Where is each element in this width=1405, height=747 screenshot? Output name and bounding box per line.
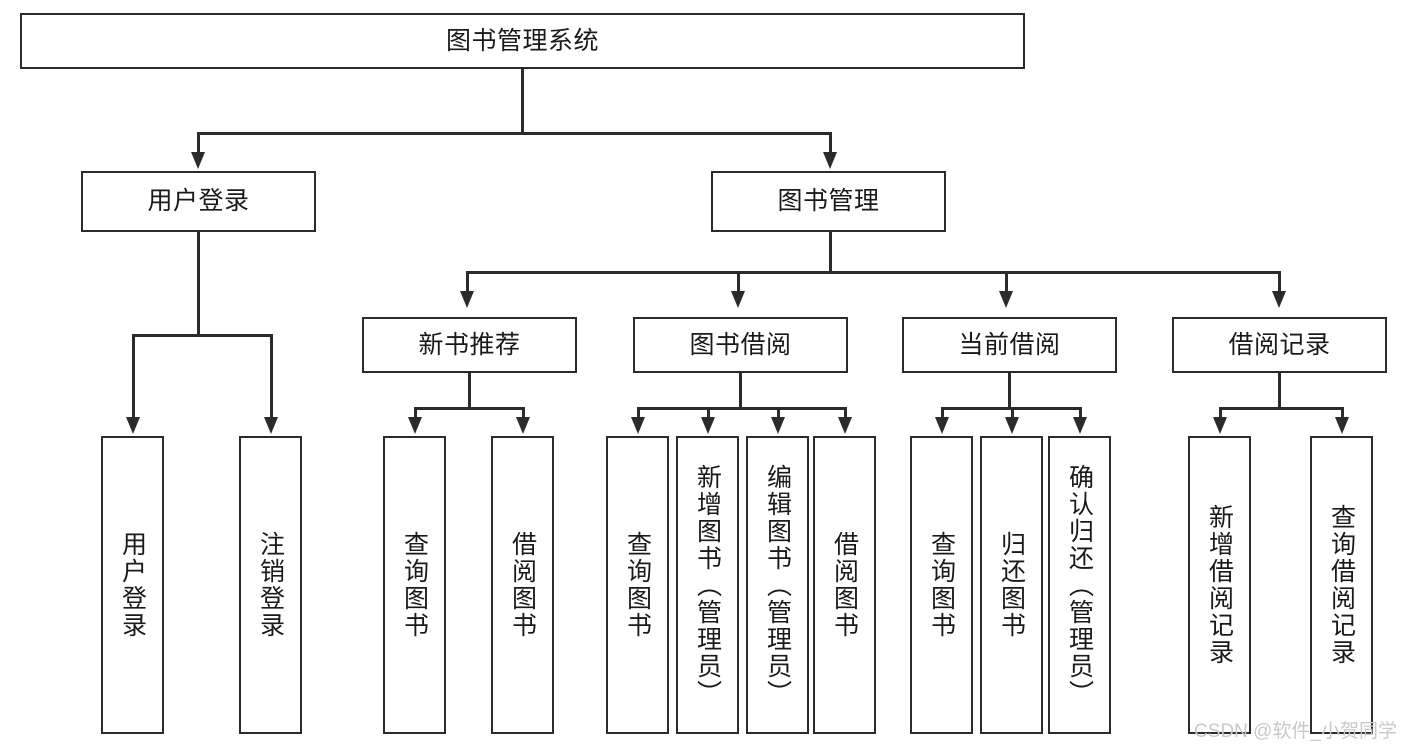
node-current-borrow[interactable]: 当前借阅 bbox=[902, 317, 1117, 373]
connector-user-login-drop-1 bbox=[132, 334, 135, 419]
node-book-borrow-label: 图书借阅 bbox=[689, 330, 792, 359]
node-book-borrow[interactable]: 图书借阅 bbox=[633, 317, 848, 373]
connector-user-login-drop-2 bbox=[270, 334, 273, 419]
connector-current-borrow-stem bbox=[1008, 373, 1011, 409]
arrow-icon-bb-leaf-3 bbox=[771, 417, 785, 434]
connector-br-drop-1 bbox=[1219, 407, 1222, 419]
leaf-query-book-2[interactable]: 查询图书 bbox=[606, 436, 669, 734]
arrow-icon-bb-leaf-2 bbox=[701, 417, 715, 434]
node-root-label: 图书管理系统 bbox=[445, 26, 599, 55]
leaf-query-book-3-label: 查询图书 bbox=[927, 531, 956, 639]
leaf-return-book-label: 归还图书 bbox=[997, 531, 1026, 639]
leaf-add-book[interactable]: 新增图书（管理员） bbox=[676, 436, 739, 734]
connector-bm-drop-2 bbox=[737, 271, 740, 293]
connector-bb-drop-2 bbox=[707, 407, 710, 419]
arrow-icon-bm-to-new-book-rec bbox=[460, 291, 474, 308]
connector-new-book-rec-stem bbox=[468, 373, 471, 409]
leaf-query-book-1[interactable]: 查询图书 bbox=[383, 436, 446, 734]
csdn-watermark: CSDN @软件_小贺同学 bbox=[1194, 721, 1397, 742]
connector-bm-drop-1 bbox=[466, 271, 469, 293]
node-borrow-record-label: 借阅记录 bbox=[1228, 330, 1331, 359]
connector-borrow-record-stem bbox=[1278, 373, 1281, 409]
connector-cb-drop-2 bbox=[1011, 407, 1014, 419]
connector-book-manage-stem bbox=[829, 232, 832, 274]
node-user-login[interactable]: 用户登录 bbox=[81, 171, 316, 232]
connector-bb-drop-3 bbox=[777, 407, 780, 419]
connector-root-stem bbox=[521, 69, 524, 133]
leaf-query-record[interactable]: 查询借阅记录 bbox=[1310, 436, 1373, 734]
leaf-edit-book-label: 编辑图书（管理员） bbox=[763, 463, 792, 707]
arrow-icon-cb-leaf-2 bbox=[1005, 417, 1019, 434]
node-new-book-recommend[interactable]: 新书推荐 bbox=[362, 317, 577, 373]
arrow-icon-nbr-leaf-1 bbox=[408, 417, 422, 434]
arrow-icon-root-to-book-manage bbox=[823, 152, 837, 169]
arrow-icon-nbr-leaf-2 bbox=[516, 417, 530, 434]
arrow-icon-root-to-user-login bbox=[191, 152, 205, 169]
connector-nbr-drop-1 bbox=[414, 407, 417, 419]
leaf-add-record[interactable]: 新增借阅记录 bbox=[1188, 436, 1251, 734]
node-borrow-record[interactable]: 借阅记录 bbox=[1172, 317, 1387, 373]
node-root-system[interactable]: 图书管理系统 bbox=[20, 13, 1025, 69]
arrow-icon-bb-leaf-1 bbox=[631, 417, 645, 434]
connector-br-drop-2 bbox=[1341, 407, 1344, 419]
arrow-icon-cb-leaf-1 bbox=[935, 417, 949, 434]
leaf-add-book-label: 新增图书（管理员） bbox=[693, 463, 722, 707]
connector-root-bus bbox=[197, 132, 831, 135]
leaf-query-book-2-label: 查询图书 bbox=[623, 531, 652, 639]
leaf-confirm-return[interactable]: 确认归还（管理员） bbox=[1048, 436, 1111, 734]
arrow-icon-user-login-leaf-1 bbox=[126, 417, 140, 434]
connector-bm-drop-3 bbox=[1005, 271, 1008, 293]
connector-book-borrow-bus bbox=[637, 407, 846, 410]
connector-root-to-user-login bbox=[197, 132, 200, 154]
arrow-icon-cb-leaf-3 bbox=[1073, 417, 1087, 434]
leaf-add-record-label: 新增借阅记录 bbox=[1205, 504, 1234, 666]
arrow-icon-user-login-leaf-2 bbox=[264, 417, 278, 434]
arrow-icon-bm-to-borrow-record bbox=[1272, 291, 1286, 308]
leaf-user-login-label: 用户登录 bbox=[118, 531, 147, 639]
leaf-query-record-label: 查询借阅记录 bbox=[1327, 504, 1356, 666]
connector-book-borrow-stem bbox=[739, 373, 742, 409]
leaf-borrow-book-2-label: 借阅图书 bbox=[830, 531, 859, 639]
leaf-edit-book[interactable]: 编辑图书（管理员） bbox=[746, 436, 809, 734]
leaf-user-logout[interactable]: 注销登录 bbox=[239, 436, 302, 734]
arrow-icon-bm-to-current-borrow bbox=[999, 291, 1013, 308]
node-current-borrow-label: 当前借阅 bbox=[958, 330, 1061, 359]
node-book-manage[interactable]: 图书管理 bbox=[711, 171, 946, 232]
connector-new-book-rec-bus bbox=[414, 407, 524, 410]
arrow-icon-bb-leaf-4 bbox=[838, 417, 852, 434]
connector-book-manage-bus bbox=[466, 271, 1280, 274]
connector-bb-drop-4 bbox=[844, 407, 847, 419]
arrow-icon-br-leaf-1 bbox=[1213, 417, 1227, 434]
leaf-user-logout-label: 注销登录 bbox=[256, 531, 285, 639]
leaf-query-book-3[interactable]: 查询图书 bbox=[910, 436, 973, 734]
connector-user-login-stem bbox=[197, 232, 200, 336]
leaf-return-book[interactable]: 归还图书 bbox=[980, 436, 1043, 734]
connector-cb-drop-1 bbox=[941, 407, 944, 419]
connector-user-login-bus bbox=[132, 334, 272, 337]
arrow-icon-bm-to-book-borrow bbox=[731, 291, 745, 308]
node-user-login-label: 用户登录 bbox=[147, 187, 250, 216]
connector-borrow-record-bus bbox=[1219, 407, 1343, 410]
arrow-icon-br-leaf-2 bbox=[1335, 417, 1349, 434]
node-book-manage-label: 图书管理 bbox=[777, 187, 880, 216]
connector-root-to-book-manage bbox=[829, 132, 832, 154]
connector-nbr-drop-2 bbox=[522, 407, 525, 419]
connector-cb-drop-3 bbox=[1079, 407, 1082, 419]
leaf-user-login[interactable]: 用户登录 bbox=[101, 436, 164, 734]
connector-bm-drop-4 bbox=[1278, 271, 1281, 293]
leaf-borrow-book-1-label: 借阅图书 bbox=[508, 531, 537, 639]
leaf-borrow-book-1[interactable]: 借阅图书 bbox=[491, 436, 554, 734]
node-new-book-recommend-label: 新书推荐 bbox=[418, 330, 521, 359]
connector-bb-drop-1 bbox=[637, 407, 640, 419]
leaf-query-book-1-label: 查询图书 bbox=[400, 531, 429, 639]
leaf-borrow-book-2[interactable]: 借阅图书 bbox=[813, 436, 876, 734]
leaf-confirm-return-label: 确认归还（管理员） bbox=[1065, 463, 1094, 707]
